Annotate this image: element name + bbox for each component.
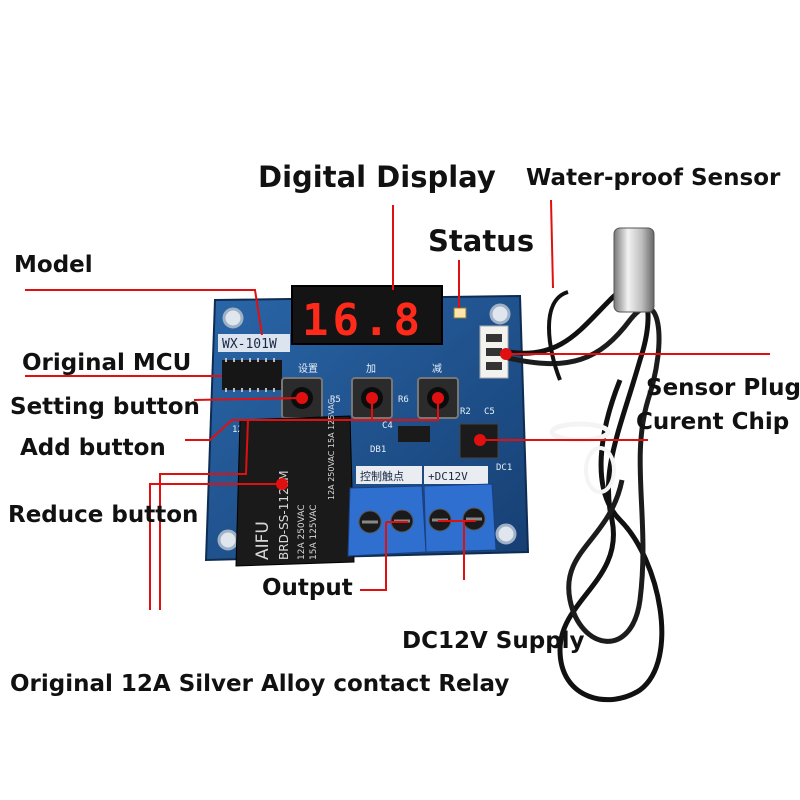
relay-rating-2: 15A 125VAC: [309, 504, 319, 560]
label-setting-button: Setting button: [10, 394, 200, 420]
model-code-text: WX-101W: [222, 337, 277, 352]
silk-c4: C4: [382, 421, 393, 431]
pointer-setting: [193, 397, 303, 401]
waterproof-sensor: [507, 227, 665, 703]
label-output: Output: [262, 575, 353, 601]
relay: AIFU BRD-SS-112LM 12A 250VAC 15A 125VAC …: [235, 398, 355, 567]
label-current-chip: Curent Chip: [636, 409, 790, 435]
label-reduce-button: Reduce button: [8, 502, 199, 528]
display-readout: 16.8: [302, 295, 424, 346]
silk-r2: R2: [460, 407, 471, 417]
silk-db1: DB1: [370, 445, 386, 455]
pointer-model: [25, 289, 263, 336]
cable-tie: [584, 446, 616, 494]
terminal-power-plate: [424, 466, 488, 484]
pointer-reduce-2: [159, 398, 439, 610]
relay-brand-text: AIFU: [253, 521, 273, 560]
pointer-output: [360, 522, 387, 591]
btn-add-silk: 加: [366, 363, 376, 375]
status-led: [453, 307, 467, 319]
mount-hole: [495, 523, 517, 545]
pointer-dots: [276, 348, 512, 490]
mount-hole: [489, 303, 511, 325]
label-model: Model: [14, 252, 93, 278]
relay-model-text: BRD-SS-112LM: [277, 470, 291, 560]
pointer-add: [185, 398, 373, 441]
btn-set-silk: 设置: [298, 363, 318, 375]
relay-rating-1: 12A 250VAC: [297, 504, 307, 560]
label-add-button: Add button: [20, 435, 166, 461]
silk-dc1: DC1: [496, 463, 512, 473]
digital-display: 16.8: [291, 285, 443, 346]
terminal-block-power: [423, 483, 497, 553]
terminal-output-plate: [356, 466, 422, 484]
cable-tie: [549, 421, 611, 443]
silk-r5: R5: [330, 395, 341, 405]
label-dc12v-supply: DC12V Supply: [402, 628, 585, 654]
model-code-plate: [218, 334, 290, 352]
label-status: Status: [428, 224, 535, 258]
pointer-waterproof-sensor: [550, 199, 554, 289]
btn-reduce-silk: 减: [432, 363, 442, 375]
relay-rating-3: 12A 250VAC 15A 125VAC: [327, 398, 336, 500]
label-digital-display: Digital Display: [258, 160, 496, 194]
pointer-reduce-1: [149, 483, 282, 610]
terminal-output-text: 控制触点: [360, 469, 404, 483]
label-sensor-plug: Sensor Plug: [646, 375, 800, 401]
silk-c5: C5: [484, 407, 495, 417]
silk-r6: R6: [398, 395, 409, 405]
label-waterproof-sensor: Water-proof Sensor: [526, 165, 781, 191]
label-original-mcu: Original MCU: [22, 350, 192, 376]
mount-hole: [222, 307, 244, 329]
label-relay: Original 12A Silver Alloy contact Relay: [10, 671, 510, 697]
terminal-power-text: +DC12V: [428, 470, 468, 483]
diode-bridge: [398, 426, 430, 442]
mount-hole: [217, 529, 239, 551]
probe-tip: [613, 227, 655, 313]
silk-12: 12: [232, 425, 243, 435]
mcu-chip: [222, 358, 282, 392]
pointer-lines: [25, 199, 770, 610]
